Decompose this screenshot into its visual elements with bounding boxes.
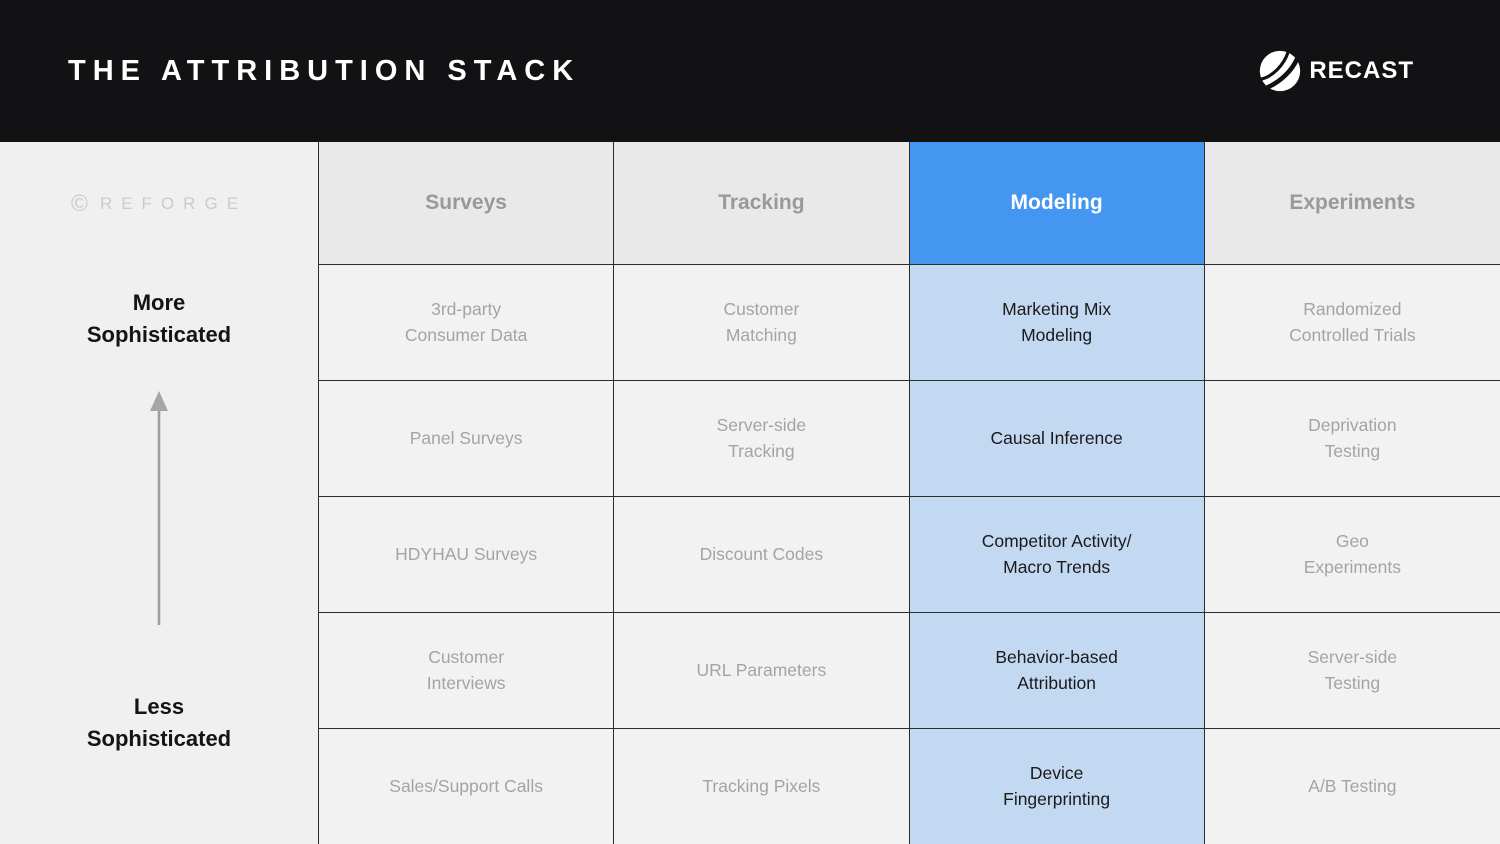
column-header-tracking: Tracking (614, 142, 910, 265)
watermark-text: REFORGE (99, 193, 247, 213)
matrix-cell-r1-modeling: Marketing Mix Modeling (909, 265, 1205, 381)
matrix-cell-r2-experiments: Deprivation Testing (1204, 381, 1500, 497)
recast-logo: RECAST (1258, 49, 1414, 93)
column-header-experiments: Experiments (1204, 142, 1500, 265)
matrix-cell-r1-experiments: Randomized Controlled Trials (1204, 265, 1500, 381)
reforge-watermark: © REFORGE (71, 190, 247, 217)
matrix-cell-r4-modeling: Behavior-based Attribution (909, 613, 1205, 729)
matrix-cell-r2-modeling: Causal Inference (909, 381, 1205, 497)
matrix-cell-r5-modeling: Device Fingerprinting (909, 729, 1205, 844)
copyright-icon: © (70, 190, 88, 216)
matrix-cell-r2-surveys: Panel Surveys (319, 381, 615, 497)
sophistication-arrow-up-icon (146, 389, 172, 627)
matrix-cell-r3-experiments: Geo Experiments (1204, 497, 1500, 613)
matrix-cell-r5-experiments: A/B Testing (1204, 729, 1500, 844)
left-panel: © REFORGE More Sophisticated Less Sophis… (0, 142, 318, 844)
column-header-modeling: Modeling (909, 142, 1205, 265)
recast-wordmark: RECAST (1309, 57, 1414, 84)
matrix-cell-r1-surveys: 3rd-party Consumer Data (319, 265, 615, 381)
main-content: © REFORGE More Sophisticated Less Sophis… (0, 142, 1500, 844)
matrix-cell-r3-surveys: HDYHAU Surveys (319, 497, 615, 613)
more-sophisticated-label: More Sophisticated (86, 290, 232, 347)
matrix-cell-r5-tracking: Tracking Pixels (614, 729, 910, 844)
matrix-cell-r3-modeling: Competitor Activity/ Macro Trends (909, 497, 1205, 613)
matrix-cell-r4-surveys: Customer Interviews (319, 613, 615, 729)
matrix-cell-r4-tracking: URL Parameters (614, 613, 910, 729)
recast-globe-icon (1258, 49, 1302, 93)
attribution-matrix: Surveys Tracking Modeling Experiments 3r… (318, 142, 1500, 844)
column-header-surveys: Surveys (319, 142, 615, 265)
less-sophisticated-label: Less Sophisticated (86, 693, 232, 751)
matrix-cell-r5-surveys: Sales/Support Calls (319, 729, 615, 844)
matrix-cell-r2-tracking: Server-side Tracking (614, 381, 910, 497)
matrix-cell-r1-tracking: Customer Matching (614, 265, 910, 381)
page-title: THE ATTRIBUTION STACK (68, 54, 581, 87)
top-bar: THE ATTRIBUTION STACK RECAST (0, 0, 1500, 142)
matrix-cell-r3-tracking: Discount Codes (614, 497, 910, 613)
matrix-cell-r4-experiments: Server-side Testing (1204, 613, 1500, 729)
